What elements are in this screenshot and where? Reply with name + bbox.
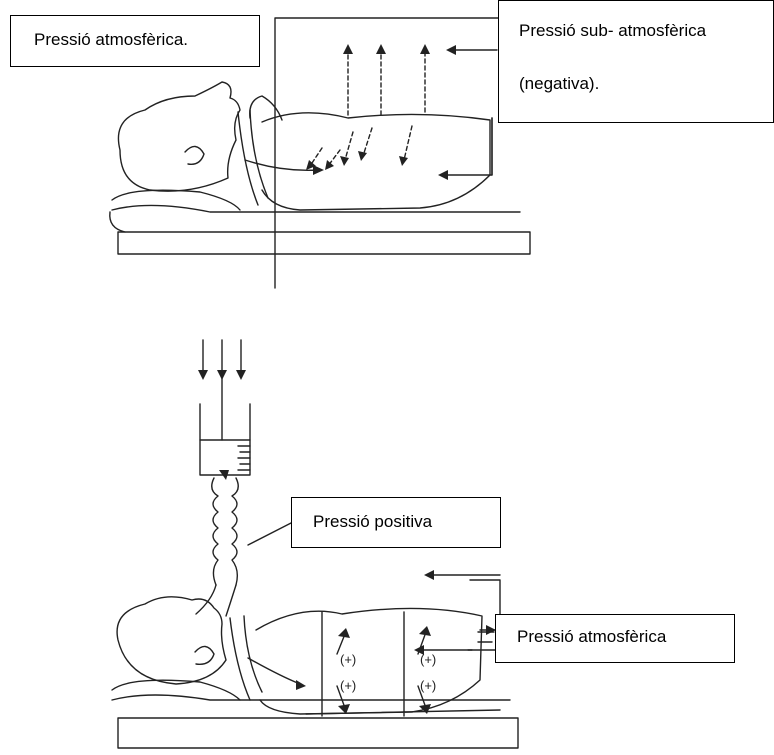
label-atmospheric-bottom: Pressió atmosfèrica <box>495 614 735 663</box>
torso <box>256 608 482 714</box>
bed <box>118 718 518 748</box>
plus-sign-4: (+) <box>420 678 436 693</box>
label-atmospheric-bottom-text: Pressió atmosfèrica <box>517 627 666 646</box>
head <box>117 597 226 684</box>
piston-arrows <box>203 340 241 372</box>
label-atmospheric-top-text: Pressió atmosfèrica. <box>34 30 188 49</box>
label-positive-pressure-text: Pressió positiva <box>313 512 432 531</box>
label-atmospheric-top: Pressió atmosfèrica. <box>10 15 260 67</box>
ear <box>195 646 214 664</box>
plus-sign-1: (+) <box>340 652 356 667</box>
label-positive-pressure: Pressió positiva <box>291 497 501 548</box>
label-subatmospheric-line2: (negativa). <box>519 74 773 94</box>
plus-sign-3: (+) <box>340 678 356 693</box>
corrugated-tube <box>212 478 239 585</box>
label-subatmospheric-line1: Pressió sub- atmosfèrica <box>519 21 773 41</box>
plus-sign-2: (+) <box>420 652 436 667</box>
label-subatmospheric: Pressió sub- atmosfèrica (negativa). <box>498 0 774 123</box>
